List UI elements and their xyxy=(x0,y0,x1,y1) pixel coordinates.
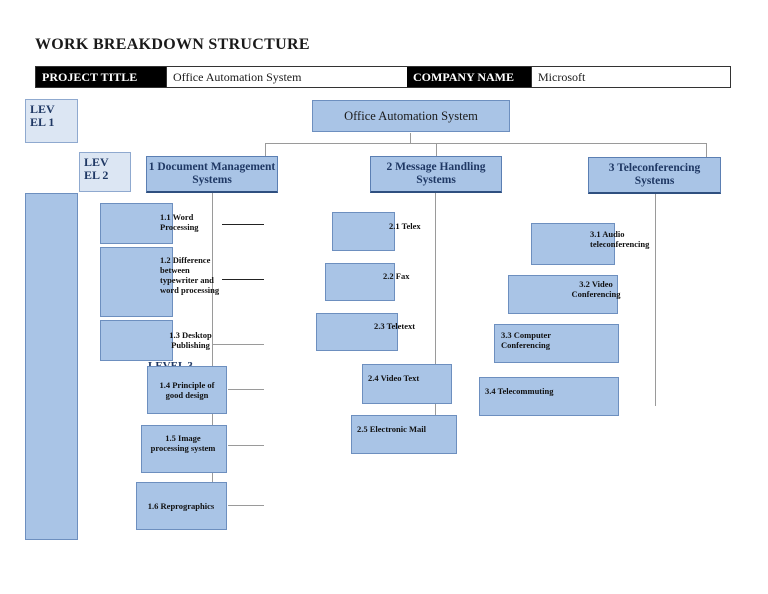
connector xyxy=(228,445,264,446)
connector xyxy=(435,193,436,417)
leaf-label-3-4: 3.4 Telecommuting xyxy=(485,386,554,396)
company-name-value: Microsoft xyxy=(531,67,730,87)
leaf-box xyxy=(479,377,619,416)
company-name-label: COMPANY NAME xyxy=(407,67,531,87)
branch-node-message-handling: 2 Message Handling Systems xyxy=(370,156,502,193)
connector xyxy=(706,143,707,157)
leaf-label-1-3: 1.3 Desktop Publishing xyxy=(169,330,212,350)
leaf-box xyxy=(136,482,227,530)
level-3-bar xyxy=(25,193,78,540)
connector xyxy=(212,193,213,506)
leaf-label-1-1: 1.1 Word Processing xyxy=(160,212,199,232)
connector xyxy=(410,133,411,144)
leaf-box xyxy=(494,324,619,363)
leaf-box xyxy=(325,263,395,301)
connector xyxy=(212,344,264,345)
level-1-marker: LEV EL 1 xyxy=(25,99,78,143)
branch-node-document-management: 1 Document Management Systems xyxy=(146,156,278,193)
leaf-label-3-3: 3.3 Computer Conferencing xyxy=(501,330,551,350)
leaf-label-1-5: 1.5 Image processing system xyxy=(150,433,216,453)
leaf-box xyxy=(100,320,173,361)
branch-node-teleconferencing: 3 Teleconferencing Systems xyxy=(588,157,721,194)
leaf-label-2-2: 2.2 Fax xyxy=(383,271,410,281)
level-2-marker: LEV EL 2 xyxy=(79,152,131,192)
leaf-label-3-2: 3.2 Video Conferencing xyxy=(571,279,621,299)
leaf-box xyxy=(362,364,452,404)
project-header-table: PROJECT TITLE Office Automation System C… xyxy=(35,66,731,88)
leaf-box xyxy=(141,425,227,473)
connector xyxy=(222,224,264,225)
leaf-box xyxy=(316,313,398,351)
leaf-label-2-1: 2.1 Telex xyxy=(389,221,421,231)
leaf-box xyxy=(332,212,395,251)
connector xyxy=(228,505,264,506)
page-title: WORK BREAKDOWN STRUCTURE xyxy=(35,36,310,53)
leaf-box xyxy=(531,223,615,265)
leaf-label-1-2: 1.2 Difference between typewriter and wo… xyxy=(160,255,220,295)
leaf-box xyxy=(351,415,457,454)
leaf-box xyxy=(100,203,173,244)
leaf-label-3-1: 3.1 Audio teleconferencing xyxy=(590,229,650,249)
leaf-box xyxy=(147,366,227,414)
leaf-label-1-4: 1.4 Principle of good design xyxy=(159,380,215,400)
leaf-label-2-5: 2.5 Electronic Mail xyxy=(357,424,427,434)
connector xyxy=(436,143,437,156)
leaf-box xyxy=(508,275,618,314)
connector xyxy=(265,143,266,156)
project-title-value: Office Automation System xyxy=(166,67,407,87)
connector xyxy=(655,194,656,406)
leaf-label-2-4: 2.4 Video Text xyxy=(368,373,420,383)
root-label: Office Automation System xyxy=(344,108,478,123)
connector xyxy=(265,143,707,144)
wbs-root-node: Office Automation System xyxy=(312,100,510,132)
leaf-box xyxy=(100,247,173,317)
leaf-label-2-3: 2.3 Teletext xyxy=(374,321,416,331)
leaf-label-1-6: 1.6 Reprographics xyxy=(147,501,215,511)
project-title-label: PROJECT TITLE xyxy=(36,67,166,87)
connector xyxy=(228,389,264,390)
connector xyxy=(222,279,264,280)
